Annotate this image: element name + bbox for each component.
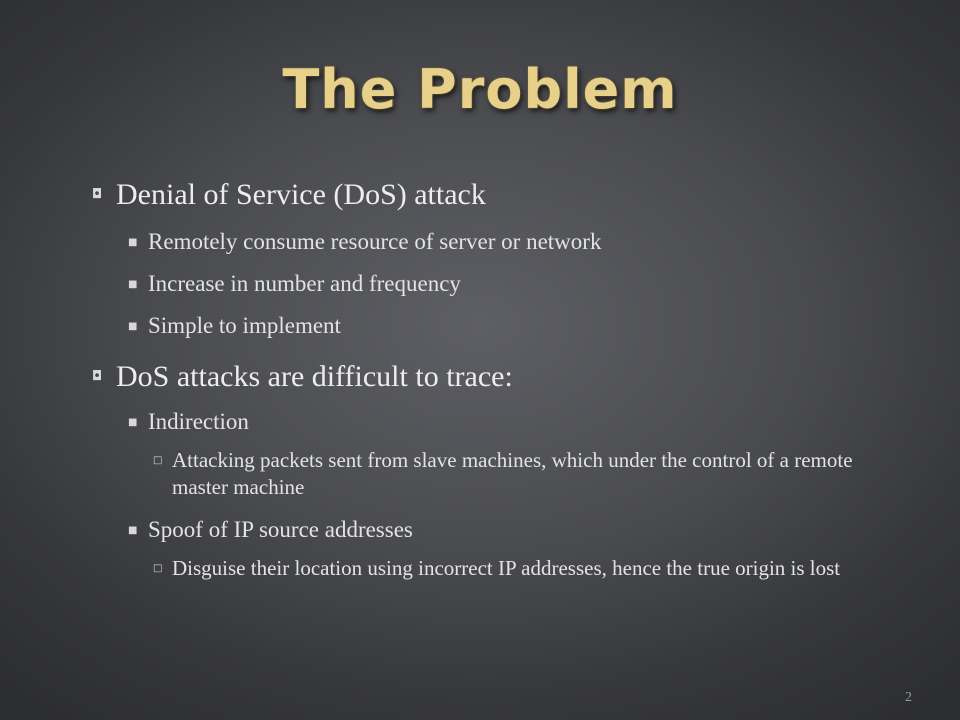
bullet-text: Spoof of IP source addresses bbox=[148, 517, 413, 542]
bullet-text: DoS attacks are difficult to trace: bbox=[116, 360, 513, 393]
bullet-level2: ■ Indirection bbox=[88, 407, 878, 437]
bullet-level2: ■ Simple to implement bbox=[88, 311, 878, 341]
slide-title: The Problem bbox=[282, 58, 678, 121]
bullet-text: Simple to implement bbox=[148, 313, 341, 338]
bullet-level2: ■ Remotely consume resource of server or… bbox=[88, 227, 878, 257]
bullet-text: Indirection bbox=[148, 409, 249, 434]
square-bullet-icon: ■ bbox=[128, 321, 138, 332]
square-bullet-icon: ■ bbox=[128, 525, 138, 536]
square-outline-bullet-icon: □ bbox=[153, 563, 163, 574]
page-number: 2 bbox=[905, 690, 912, 705]
slide-content: ◘ Denial of Service (DoS) attack ■ Remot… bbox=[88, 175, 878, 582]
bullet-text: Disguise their location using incorrect … bbox=[172, 556, 841, 580]
square-bullet-icon: ◘ bbox=[92, 369, 103, 384]
square-outline-bullet-icon: □ bbox=[153, 455, 163, 466]
square-bullet-icon: ■ bbox=[128, 279, 138, 290]
square-bullet-icon: ■ bbox=[128, 417, 138, 428]
bullet-level1: ◘ Denial of Service (DoS) attack bbox=[88, 175, 878, 215]
bullet-level2: ■ Increase in number and frequency bbox=[88, 269, 878, 299]
square-bullet-icon: ◘ bbox=[92, 187, 103, 202]
bullet-text: Increase in number and frequency bbox=[148, 271, 461, 296]
bullet-text: Remotely consume resource of server or n… bbox=[148, 229, 602, 254]
bullet-level3: □ Disguise their location using incorrec… bbox=[88, 555, 878, 582]
square-bullet-icon: ■ bbox=[128, 237, 138, 248]
bullet-text: Denial of Service (DoS) attack bbox=[116, 178, 486, 211]
bullet-level1: ◘ DoS attacks are difficult to trace: bbox=[88, 357, 878, 397]
bullet-level2: ■ Spoof of IP source addresses bbox=[88, 515, 878, 545]
bullet-level3: □ Attacking packets sent from slave mach… bbox=[88, 447, 878, 501]
bullet-text: Attacking packets sent from slave machin… bbox=[172, 448, 853, 499]
